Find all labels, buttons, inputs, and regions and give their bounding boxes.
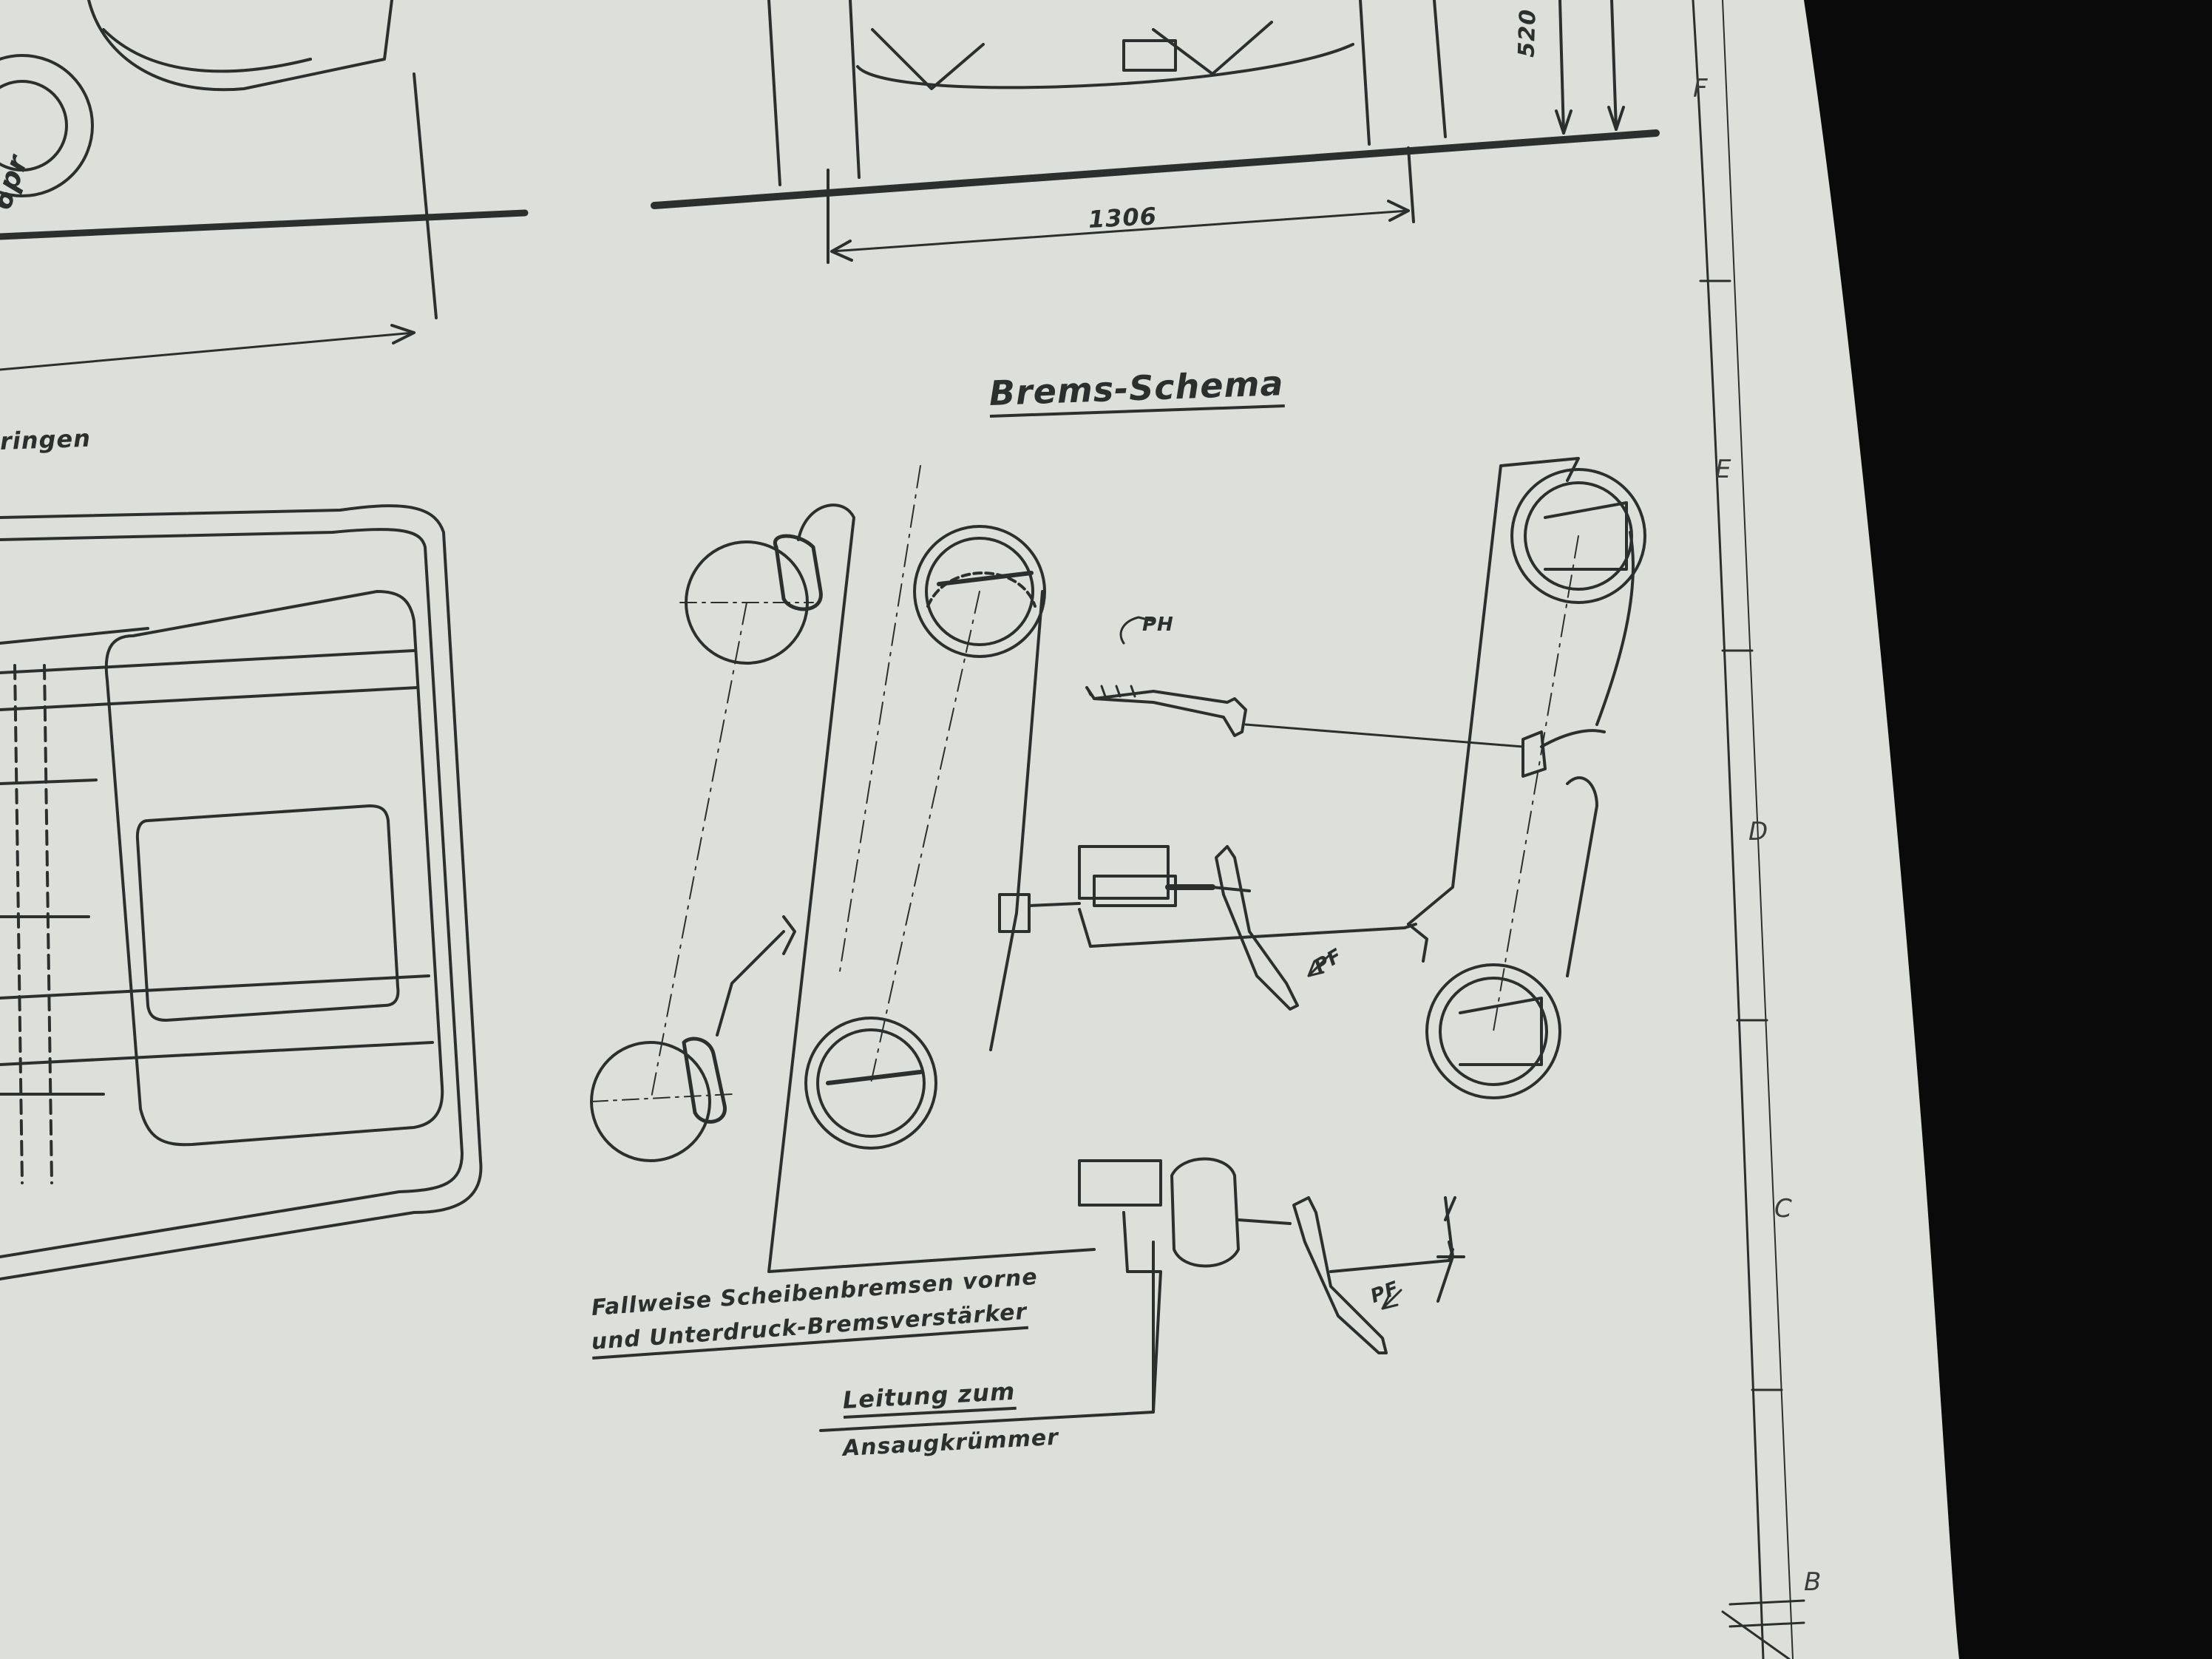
brake-pedal — [1215, 845, 1299, 1011]
grid-letter-d: D — [1748, 817, 1768, 847]
car-front-view — [651, 0, 1660, 264]
car-top-view — [0, 504, 483, 1280]
grid-letter-e: E — [1715, 455, 1731, 484]
partial-label: ringen — [0, 424, 92, 455]
dimension-height: 520 — [1513, 8, 1541, 58]
brake-schematic — [590, 457, 1646, 1432]
grid-letter-c: C — [1774, 1194, 1792, 1224]
master-cylinder-2 — [1078, 1159, 1162, 1207]
master-cylinder — [1078, 845, 1170, 900]
brake-pedal-2 — [1292, 1196, 1388, 1354]
car-side-view — [0, 0, 529, 371]
rear-right-drum-top — [1510, 468, 1646, 604]
brake-booster — [1170, 1157, 1240, 1268]
grid-letter-f: F — [1693, 74, 1708, 104]
drum-front-top — [913, 525, 1046, 658]
dimension-wheelbase: 1306 — [1088, 202, 1158, 234]
paper-sheet — [0, 0, 1959, 1659]
handbrake-force-label: PH — [1142, 614, 1174, 636]
drum-front-bottom — [804, 1017, 937, 1150]
grid-letter-b: B — [1804, 1567, 1822, 1597]
rear-right-drum-bottom — [1425, 963, 1561, 1099]
